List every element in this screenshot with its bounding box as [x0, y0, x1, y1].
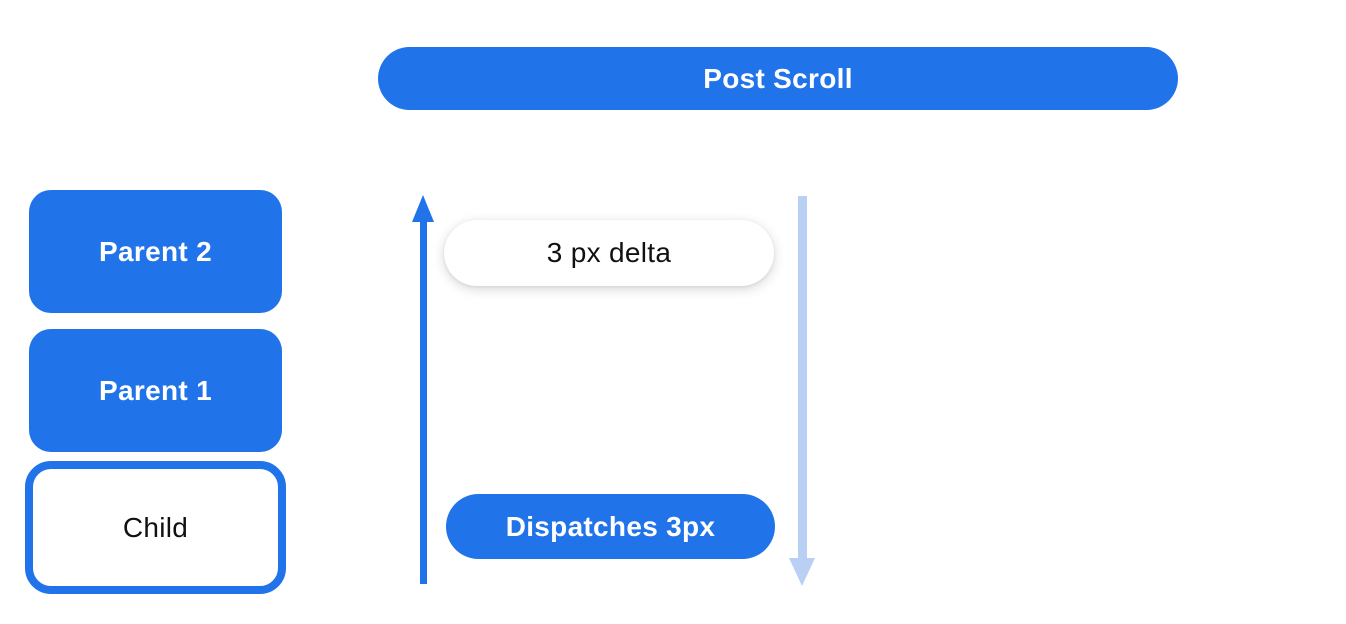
parent-1-box: Parent 1: [29, 329, 282, 452]
dispatch-pill: Dispatches 3px: [446, 494, 775, 559]
down-arrowhead: [789, 558, 815, 586]
parent-1-label: Parent 1: [99, 374, 212, 406]
dispatch-pill-label: Dispatches 3px: [505, 510, 716, 542]
child-label: Child: [122, 511, 189, 543]
down-arrow-shaft: [797, 196, 807, 558]
post-scroll-label: Post Scroll: [703, 62, 853, 94]
up-arrowhead: [412, 195, 434, 222]
scroll-down-arrow-icon: [789, 196, 815, 586]
parent-2-label: Parent 2: [99, 235, 212, 267]
bubble-up-arrow-icon: [412, 195, 434, 584]
up-arrow-shaft: [419, 222, 427, 584]
child-box: Child: [25, 461, 286, 594]
delta-pill: 3 px delta: [444, 220, 774, 286]
post-scroll-bar: Post Scroll: [378, 47, 1178, 110]
delta-pill-label: 3 px delta: [546, 237, 672, 268]
parent-2-box: Parent 2: [29, 190, 282, 313]
